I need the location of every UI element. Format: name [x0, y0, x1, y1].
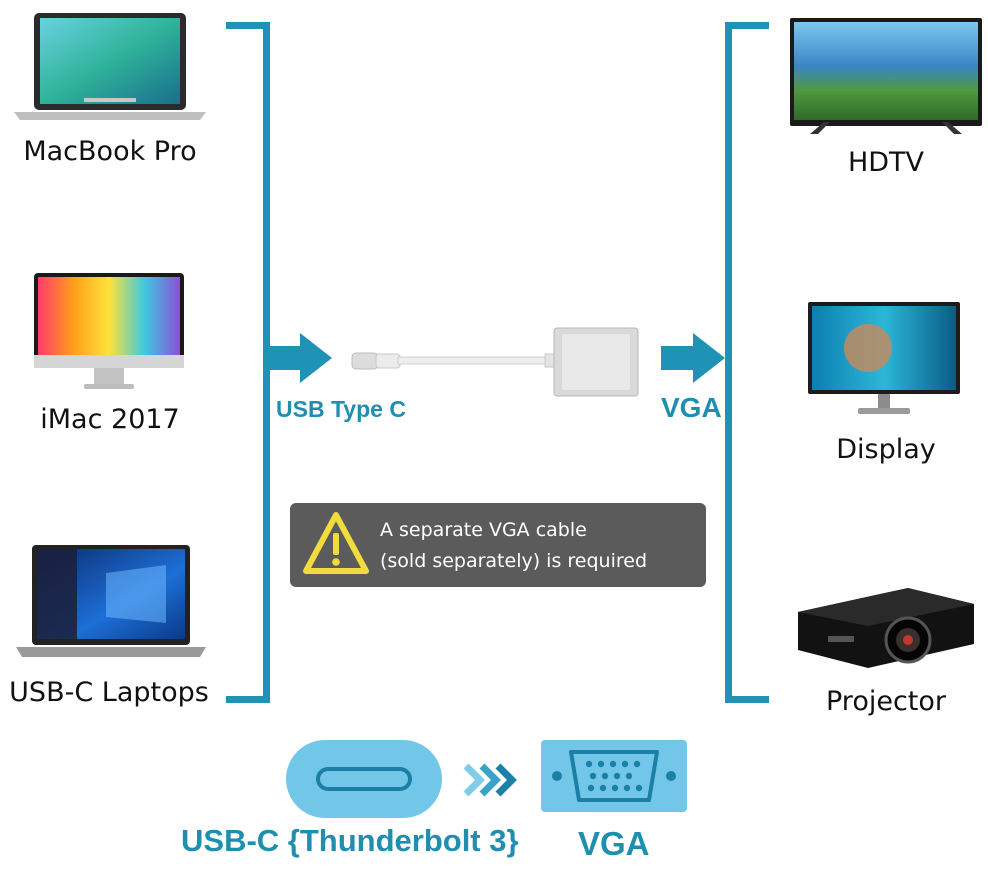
target-label-display: Display: [836, 434, 936, 465]
source-label-usbc-laptops: USB-C Laptops: [9, 677, 209, 708]
notice-line-2: (sold separately) is required: [380, 550, 648, 572]
source-label-macbook: MacBook Pro: [23, 136, 197, 167]
notice-line-1: A separate VGA cable: [380, 519, 587, 541]
vga-port-icon: [541, 740, 687, 812]
imac-icon: [34, 273, 184, 391]
notice-box: A separate VGA cable (sold separately) i…: [290, 503, 706, 587]
target-label-projector: Projector: [826, 686, 946, 717]
usb-c-port-icon: [286, 740, 442, 818]
right-bracket-vertical: [725, 22, 732, 703]
output-label: VGA: [661, 392, 722, 423]
warning-icon: [302, 511, 370, 577]
right-bracket-bottom: [725, 696, 769, 703]
left-bracket-bottom: [226, 696, 270, 703]
monitor-icon: [808, 302, 960, 416]
footer-right-label: VGA: [578, 825, 650, 862]
input-label: USB Type C: [276, 396, 406, 422]
input-arrow-icon: [268, 333, 334, 383]
usb-c-slot: [316, 767, 412, 791]
target-label-hdtv: HDTV: [847, 147, 925, 178]
left-bracket-vertical: [263, 22, 270, 703]
left-bracket-top: [226, 22, 270, 29]
footer-left-label: USB-C {Thunderbolt 3}: [181, 823, 519, 858]
adapter-image: [350, 326, 640, 398]
windows-laptop-icon: [16, 543, 206, 659]
chevrons-icon: [462, 762, 518, 798]
tv-icon: [790, 18, 982, 136]
projector-icon: [788, 582, 978, 672]
macbook-pro-laptop-icon: [14, 12, 206, 122]
right-bracket-top: [725, 22, 769, 29]
output-arrow-icon: [661, 333, 727, 383]
source-label-imac: iMac 2017: [40, 404, 180, 435]
